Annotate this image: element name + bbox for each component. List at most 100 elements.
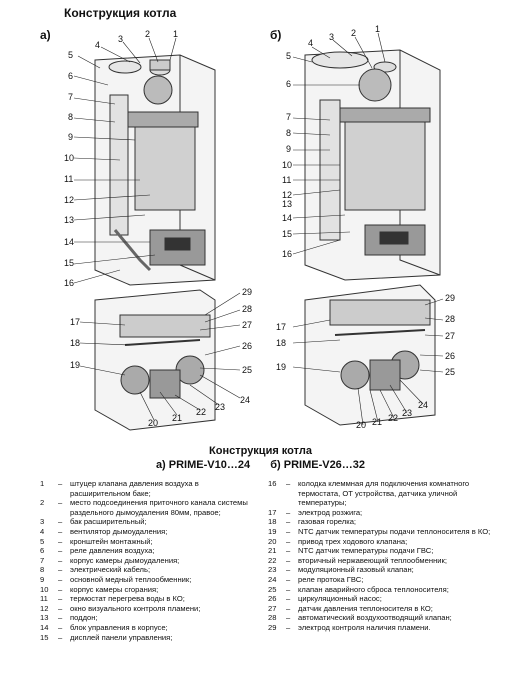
callout-a-29: 29 — [242, 287, 252, 297]
legend-item-text: NTC датчик температуры подачи теплоносит… — [298, 526, 491, 536]
legend-item: 17–электрод розжига; — [268, 508, 493, 518]
legend-item-number: 24 — [268, 574, 277, 584]
callout-a-1: 1 — [173, 29, 178, 39]
legend-item-text: электрод розжига; — [298, 507, 363, 517]
legend-item: 1–штуцер клапана давления воздуха в расш… — [40, 479, 255, 498]
callout-a-14: 14 — [64, 237, 74, 247]
legend-item-text: дисплей панели управления; — [70, 632, 173, 642]
callout-b-18: 18 — [276, 338, 286, 348]
callout-a-15: 15 — [64, 258, 74, 268]
callout-a-17: 17 — [70, 317, 80, 327]
boiler-b-upper-illustration — [304, 49, 441, 281]
legend-item-text: клапан аварийного сброса теплоносителя; — [298, 584, 449, 594]
legend-item-text: поддон; — [70, 613, 98, 623]
callout-b-27: 27 — [445, 331, 455, 341]
legend-item-text: вентилятор дымоудаления; — [70, 526, 168, 536]
legend-item: 6–реле давления воздуха; — [40, 546, 255, 556]
callout-b-28: 28 — [445, 314, 455, 324]
legend-item-number: 19 — [268, 526, 277, 536]
callout-a-27: 27 — [242, 320, 252, 330]
legend-item-text: колодка клеммная для подключения комнатн… — [298, 479, 470, 508]
callout-a-24: 24 — [240, 395, 250, 405]
callout-b-9: 9 — [286, 144, 291, 154]
legend-item: 25–клапан аварийного сброса теплоносител… — [268, 585, 493, 595]
legend-item-dash: – — [286, 594, 291, 604]
legend-item-number: 6 — [40, 546, 45, 556]
legend-item: 16–колодка клеммная для подключения комн… — [268, 479, 493, 508]
legend-item-dash: – — [58, 632, 63, 642]
callout-b-1: 1 — [375, 24, 380, 34]
callout-b-5: 5 — [286, 51, 291, 61]
callout-a-18: 18 — [70, 338, 80, 348]
callout-b-14: 14 — [282, 213, 292, 223]
callout-b-15: 15 — [282, 229, 292, 239]
legend-item-number: 9 — [40, 574, 45, 584]
callouts-b: 1 2 3 4 5 6 7 8 9 10 11 12 14 15 16 17 1… — [276, 24, 455, 430]
callout-b-24: 24 — [418, 400, 428, 410]
legend-item-number: 21 — [268, 546, 277, 556]
legend-item-number: 14 — [40, 622, 49, 632]
page-header: Конструкция котла — [64, 6, 177, 20]
legend-item-text: электрод контроля наличия пламени. — [298, 622, 431, 632]
legend-item-number: 11 — [40, 594, 48, 604]
legend-item-text: термостат перегрева воды в КО; — [70, 594, 185, 604]
legend-item-dash: – — [286, 546, 291, 556]
legend-item: 26–циркуляционный насос; — [268, 594, 493, 604]
legend-item: 3–бак расширительный; — [40, 517, 255, 527]
legend-item: 15–дисплей панели управления; — [40, 633, 255, 643]
legend-item-text: корпус камеры сгорания; — [70, 584, 159, 594]
legend-item-number: 7 — [40, 555, 45, 565]
callout-b-25: 25 — [445, 367, 455, 377]
legend-item-number: 25 — [268, 584, 277, 594]
legend-item-dash: – — [286, 517, 291, 527]
legend-item-number: 28 — [268, 613, 277, 623]
callout-a-8: 8 — [68, 112, 73, 122]
legend-item-dash: – — [286, 479, 291, 488]
legend-item-text: модуляционный газовый клапан; — [298, 565, 414, 575]
caption-models-b: б) PRIME-V26…32 — [270, 459, 366, 471]
legend-item-number: 23 — [268, 565, 277, 575]
legend-right: 16–колодка клеммная для подключения комн… — [268, 479, 493, 633]
legend-item-dash: – — [58, 536, 63, 546]
callout-a-20: 20 — [148, 418, 158, 428]
legend-item-text: автоматический воздухоотводящий клапан; — [298, 613, 452, 623]
boiler-b-lower-illustration — [304, 284, 436, 426]
legend-item-number: 20 — [268, 536, 277, 546]
callout-a-5: 5 — [68, 50, 73, 60]
legend-item-dash: – — [58, 594, 63, 604]
legend-item-text: электрический кабель; — [70, 565, 151, 575]
legend-item-text: циркуляционный насос; — [298, 594, 382, 604]
leader-lines-b — [292, 32, 444, 426]
legend-item-dash: – — [286, 526, 291, 536]
legend-item: 24–реле протока ГВС; — [268, 575, 493, 585]
leader-lines-a — [73, 37, 241, 421]
legend-item-dash: – — [58, 574, 63, 584]
legend-item-dash: – — [286, 584, 291, 594]
legend-item-number: 1 — [40, 479, 45, 488]
callout-b-6: 6 — [286, 79, 291, 89]
legend-item-number: 13 — [40, 613, 49, 623]
legend-item: 18–газовая горелка; — [268, 517, 493, 527]
legend-item: 7 –корпус камеры дымоудаления; — [40, 556, 255, 566]
legend-left: 1 – штуцер клапана давления воздуха в расш… — [40, 479, 255, 642]
legend-item-text: штуцер клапана давления воздуха в расшир… — [70, 479, 199, 498]
legend-item-dash: – — [286, 622, 291, 632]
callout-b-22: 22 — [388, 413, 398, 423]
legend-item-text: окно визуального контроля пламени; — [70, 603, 201, 613]
legend-item-number: 3 — [40, 517, 45, 527]
legend-item-number: 12 — [40, 603, 49, 613]
callout-b-16: 16 — [282, 249, 292, 259]
callout-b-3: 3 — [329, 32, 334, 42]
callout-a-28: 28 — [242, 304, 252, 314]
callout-b-12: 12 — [282, 190, 292, 200]
legend-item-dash: – — [58, 555, 63, 565]
legend-item-text: кронштейн монтажный; — [70, 536, 153, 546]
legend-item: 23–модуляционный газовый клапан; — [268, 565, 493, 575]
callout-a-23: 23 — [215, 402, 225, 412]
figure-a-label: а) — [40, 28, 51, 42]
legend-item: 4–вентилятор дымоудаления; — [40, 527, 255, 537]
legend-item: 11–термостат перегрева воды в КО; — [40, 594, 255, 604]
callout-a-26: 26 — [242, 341, 252, 351]
legend-item: 2–место подсоединения приточного канала … — [40, 498, 255, 517]
legend-item-text: корпус камеры дымоудаления; — [70, 555, 180, 565]
